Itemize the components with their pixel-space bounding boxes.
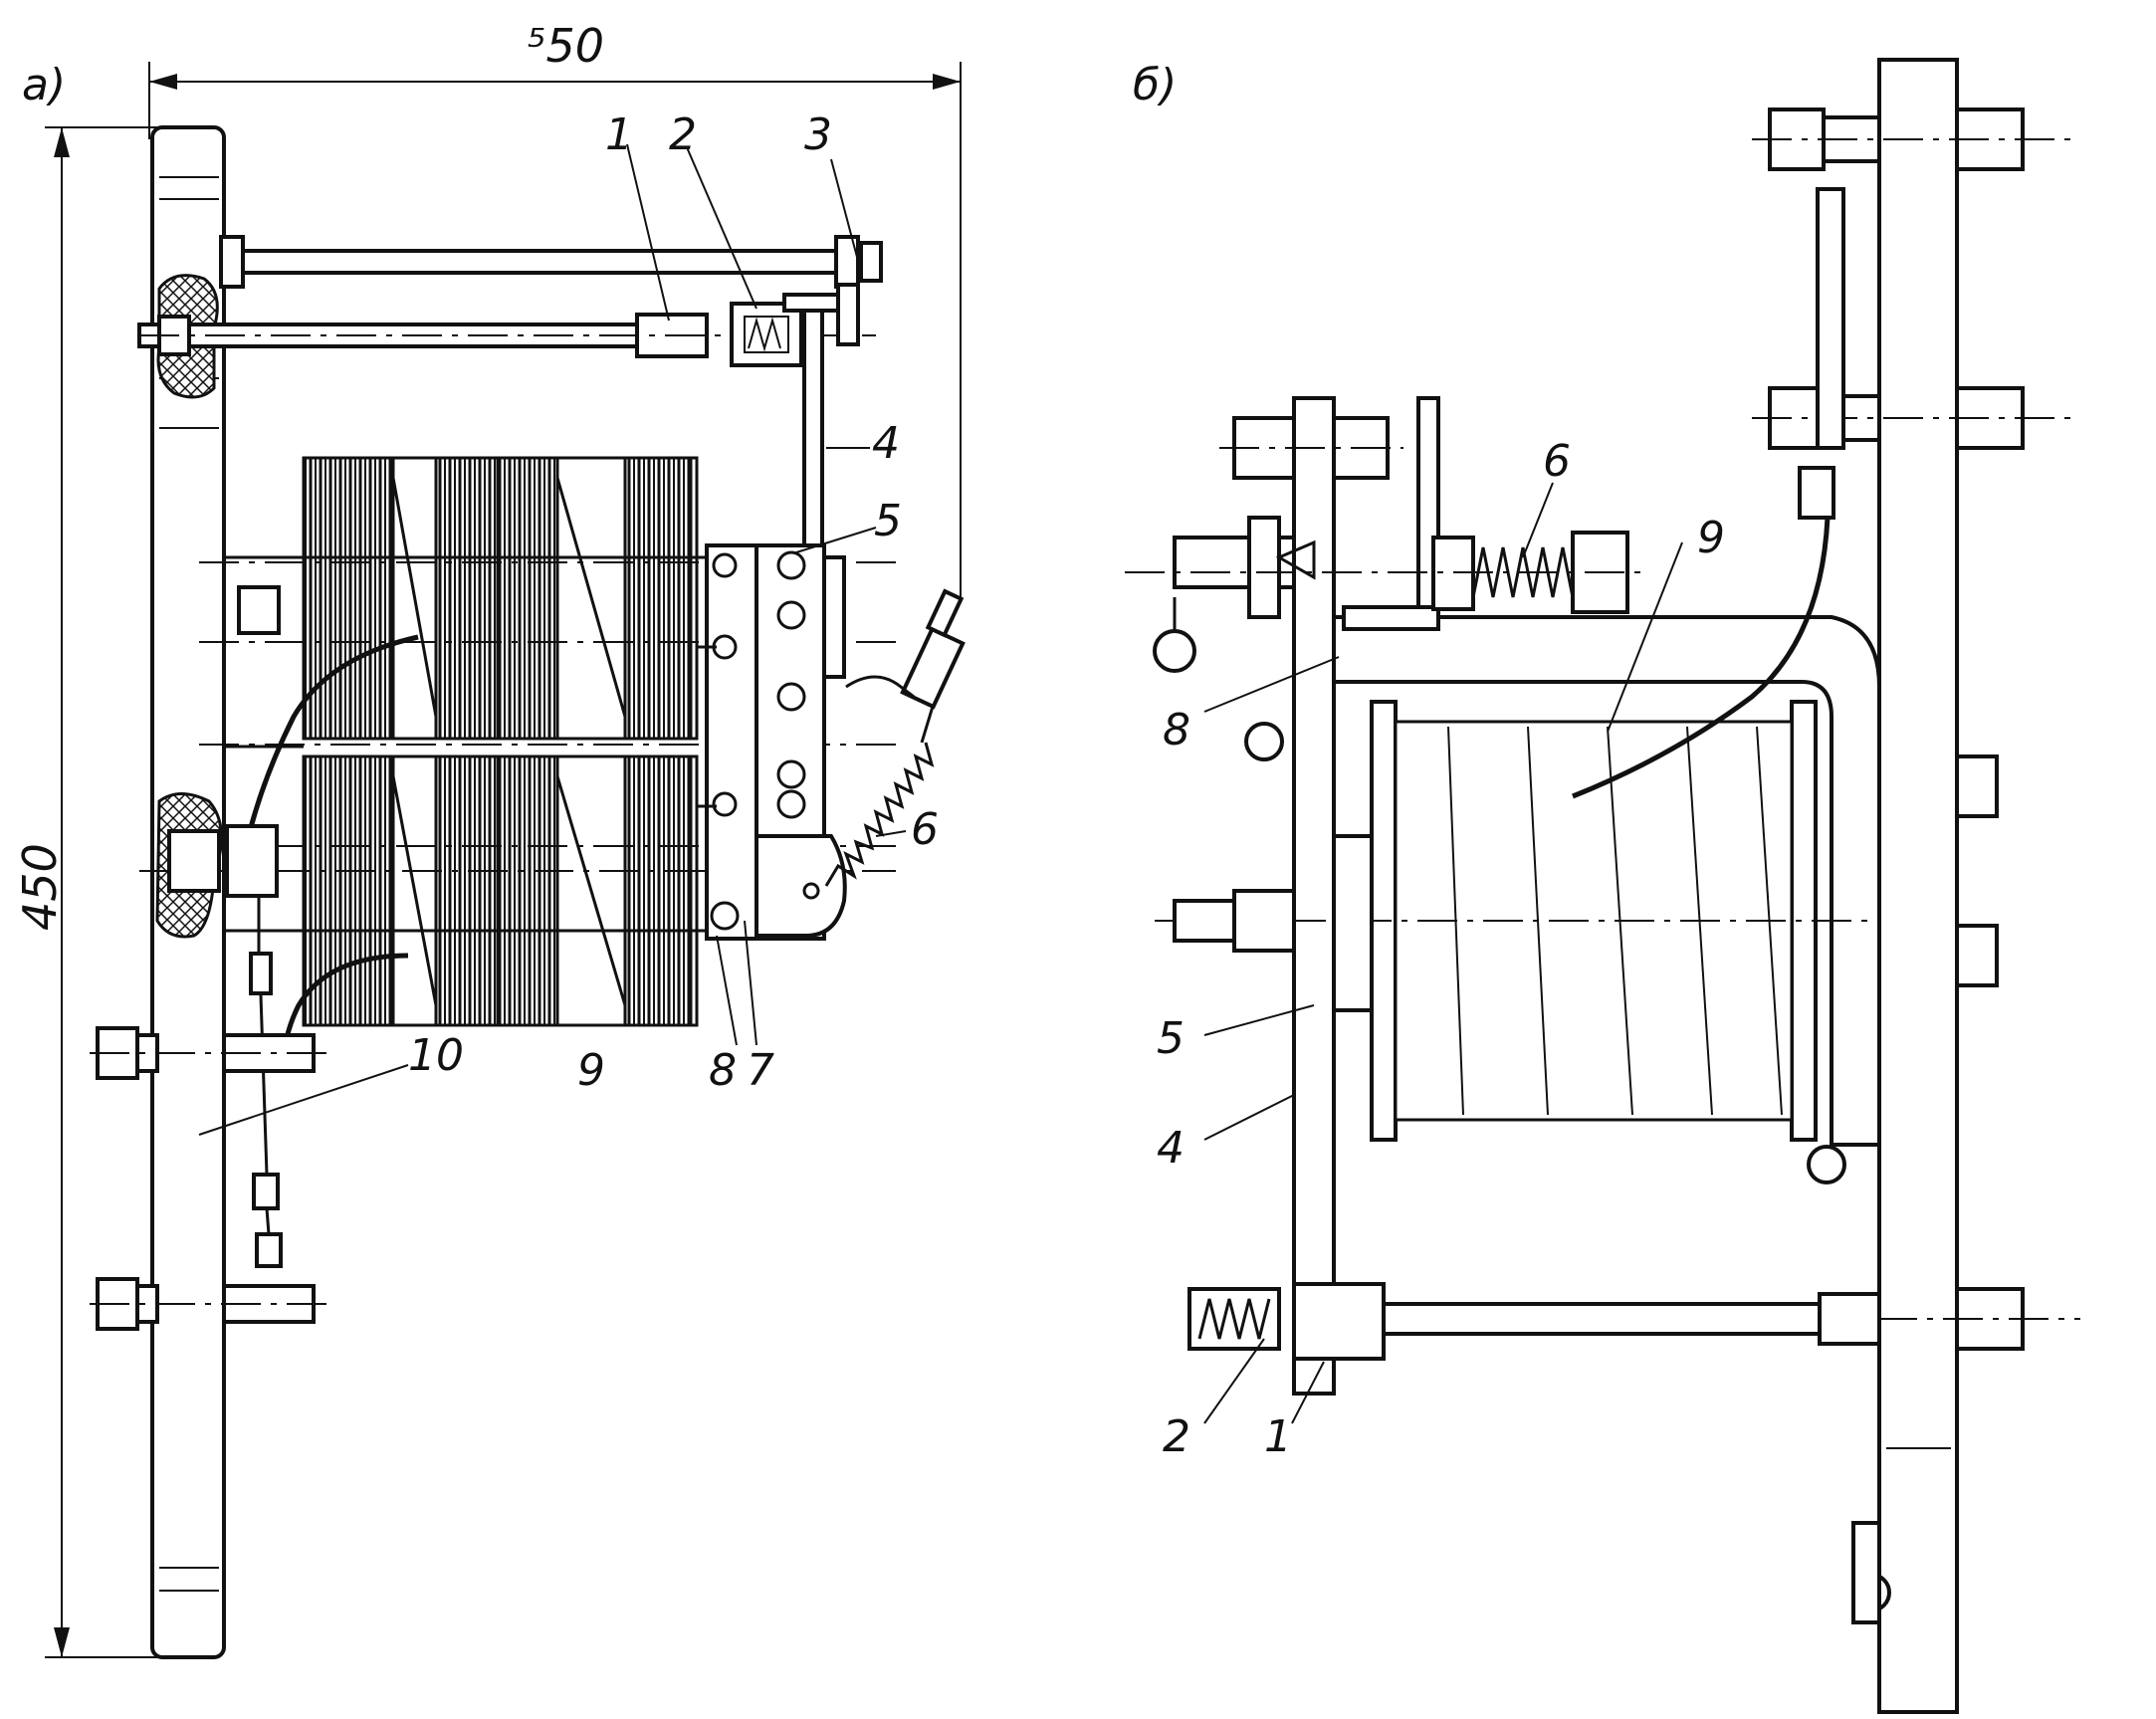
coil-lower [302,754,699,1027]
panel-b: б) [1125,58,2080,1714]
label-b-8: 8 [1163,705,1190,755]
leaders-panel-b [1203,482,1683,1424]
label-a-9: 9 [577,1045,605,1096]
flexible-lead-9 [1572,517,1831,799]
dimension-height: 450 [13,126,169,1658]
label-b-2: 2 [1163,1411,1190,1462]
flexible-lead-10 [225,634,419,1268]
spring-6 [824,588,966,887]
label-b-1: 1 [1264,1411,1292,1462]
yoke-b [1292,615,1881,1376]
label-a-3: 3 [804,109,832,160]
lower-stud-rod [137,313,876,358]
label-a-8: 8 [709,1045,737,1096]
label-a-10: 10 [408,1030,464,1081]
bottom-rod-b [1187,1282,1881,1361]
label-a-2: 2 [669,109,697,160]
dimension-height-value: 450 [13,843,67,931]
coil-upper [302,456,699,741]
label-b-9: 9 [1697,513,1725,563]
armature-bracket [755,834,847,938]
label-a-4: 4 [872,418,900,469]
label-a-1: 1 [605,109,633,160]
leaders-panel-a [198,143,907,1136]
panel-a-label: а) [22,60,66,110]
bolts-panel-a [90,585,328,1331]
label-b-4: 4 [1157,1123,1185,1174]
label-b-5: 5 [1157,1013,1185,1064]
spring-6-b [1125,531,1642,614]
panel-a: а) ⁵50 450 [13,19,966,1659]
spring-box-2 [730,302,803,367]
label-a-7: 7 [747,1045,774,1096]
label-a-6: 6 [911,804,939,855]
dimension-width-value: ⁵50 [528,19,604,73]
top-stud-rod [219,235,883,289]
base-panel-b [1877,58,1959,1714]
label-b-6: 6 [1543,436,1571,487]
adjusting-screws-b [1153,416,1403,673]
label-a-5: 5 [874,496,902,546]
contact-leads-b [1798,187,1845,520]
panel-b-label: б) [1133,60,1177,110]
